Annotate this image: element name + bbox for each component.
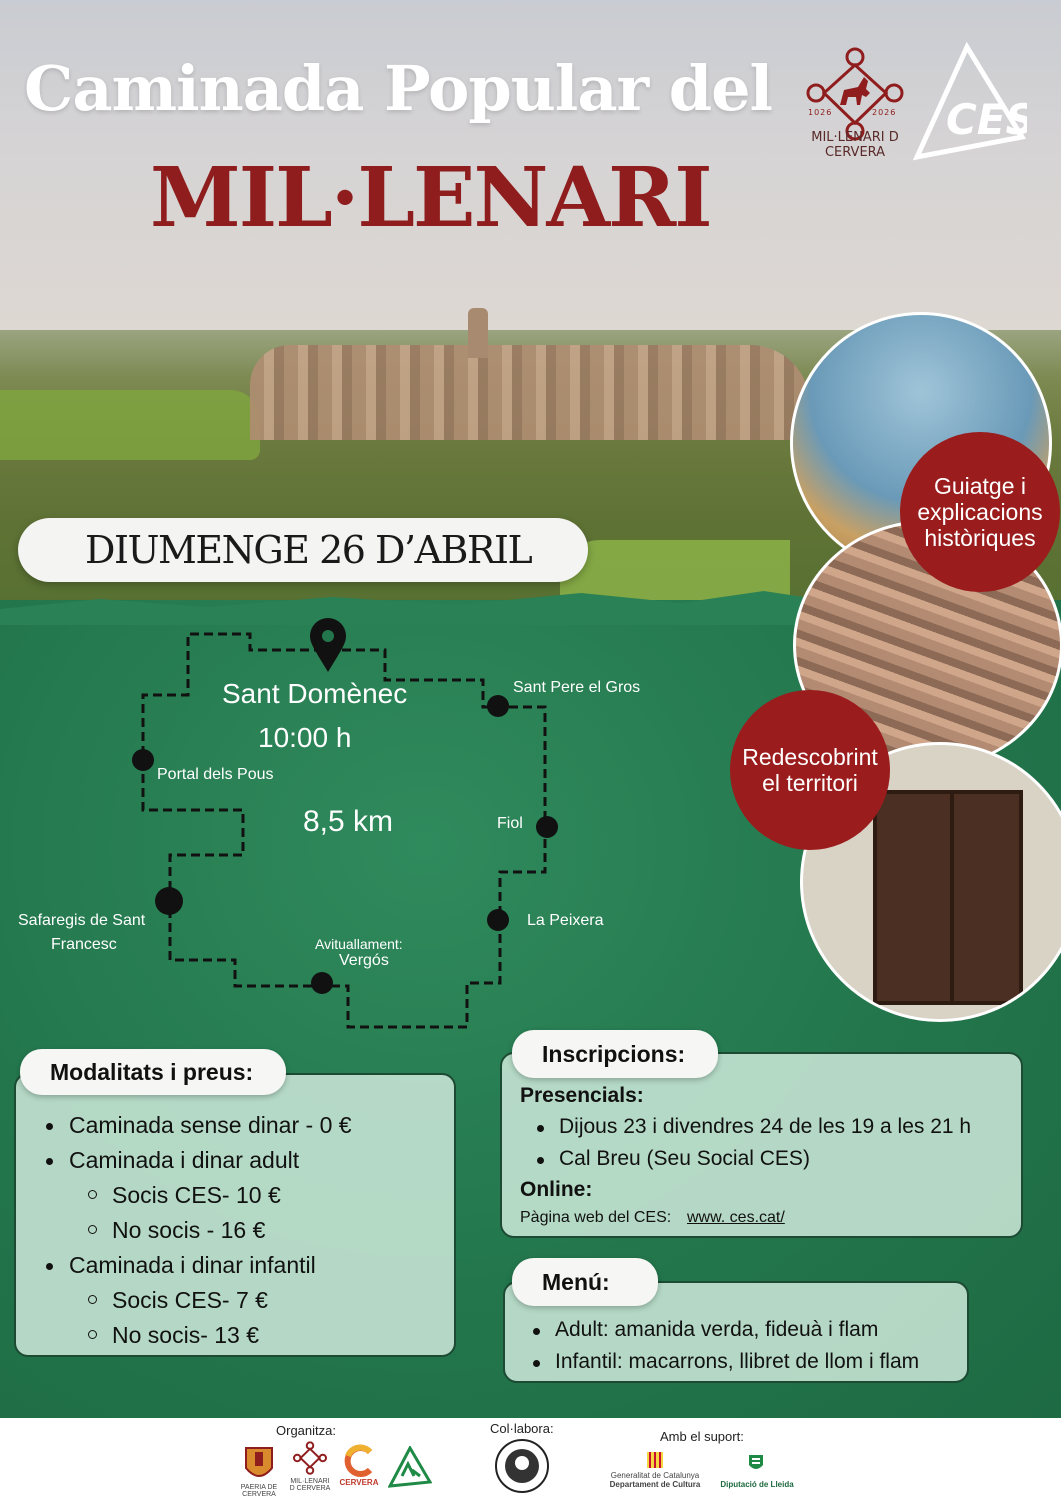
stop-sant-pere: Sant Pere el Gros <box>513 679 641 696</box>
millenari-small-logo <box>292 1441 328 1475</box>
menu-title: Menú: <box>512 1258 658 1306</box>
stop-marker <box>132 749 154 771</box>
bullet <box>46 1158 53 1165</box>
badge-redescobrint-line2: el territori <box>762 770 858 796</box>
stop-portal: Portal dels Pous <box>157 766 274 783</box>
stop-vergos: Vergós <box>339 952 389 969</box>
pin-hole <box>322 630 334 642</box>
bullet <box>46 1123 53 1130</box>
generalitat-line2: Departament de Cultura <box>609 1480 701 1489</box>
sub-bullet <box>88 1295 97 1304</box>
modalitat-subitem: Socis CES- 10 € <box>112 1182 281 1208</box>
badge-guiatge-line1: Guiatge i <box>933 473 1027 499</box>
inscripcions-title: Inscripcions: <box>512 1030 718 1078</box>
web-label: Pàgina web del CES: <box>520 1209 672 1226</box>
stop-marker <box>536 816 558 838</box>
presencials-label: Presencials: <box>520 1084 644 1107</box>
sub-bullet <box>88 1190 97 1199</box>
modalitat-subitem: Socis CES- 7 € <box>112 1287 268 1313</box>
badge-redescobrint-line1: Redescobrint <box>742 744 878 770</box>
menu-item: Adult: amanida verda, fideuà i flam <box>555 1318 879 1341</box>
stop-marker <box>311 972 333 994</box>
ces-logo: CES <box>912 42 1027 161</box>
badge-guiatge: Guiatge i explicacions històriques <box>900 432 1060 592</box>
stop-marker <box>155 887 183 915</box>
ces-web-link[interactable]: www. ces.cat/ <box>687 1209 785 1226</box>
wooden-door <box>873 790 1023 1005</box>
title-line-1: Caminada Popular del <box>24 52 773 125</box>
millenari-logo <box>806 47 904 141</box>
inscripcio-item: Cal Breu (Seu Social CES) <box>559 1147 810 1170</box>
stop-safaregis-line1: Safaregis de Sant <box>18 912 146 929</box>
suport-label: Amb el suport: <box>660 1429 744 1444</box>
route-distance: 8,5 km <box>303 805 394 838</box>
millenari-small-text: MIL·LENARI D CERVERA <box>289 1478 331 1492</box>
date-pill <box>18 518 588 582</box>
door-split <box>950 794 954 1001</box>
modalitats-panel <box>14 1073 456 1357</box>
diputacio-text: Diputació de Lleida <box>720 1480 794 1489</box>
online-label: Online: <box>520 1178 593 1201</box>
organitza-label: Organitza: <box>276 1423 336 1438</box>
paeria-text: PAERIA DE CERVERA <box>240 1484 278 1498</box>
bullet <box>46 1263 53 1270</box>
deer-icon <box>840 77 870 105</box>
stop-safaregis-line2: Francesc <box>51 936 117 953</box>
modalitat-subitem: No socis - 16 € <box>112 1217 266 1243</box>
modalitat-item: Caminada i dinar adult <box>69 1147 300 1173</box>
stop-marker <box>487 695 509 717</box>
sky-background <box>0 0 1061 345</box>
logo-year-end: 2026 <box>872 108 897 117</box>
stop-peixera: La Peixera <box>527 912 604 929</box>
paeria-shield-icon <box>245 1447 273 1477</box>
cervera-text: CERVERA <box>339 1478 379 1487</box>
event-date: DIUMENGE 26 D’ABRIL <box>85 528 533 572</box>
route-time: 10:00 h <box>258 722 352 753</box>
modalitat-item: Caminada sense dinar - 0 € <box>69 1112 352 1138</box>
sub-bullet <box>88 1330 97 1339</box>
inscripcio-item: Dijous 23 i divendres 24 de les 19 a les… <box>559 1115 972 1138</box>
logo-year-start: 1026 <box>808 108 833 117</box>
route-stops <box>132 695 558 994</box>
modalitat-subitem: No socis- 13 € <box>112 1322 260 1348</box>
collaborator-seal-logo <box>495 1439 549 1493</box>
route-start: Sant Domènec <box>222 678 408 709</box>
modalitat-item: Caminada i dinar infantil <box>69 1252 316 1278</box>
inscripcions-panel <box>500 1052 1023 1238</box>
stop-avituallament: Avituallament: <box>315 936 403 952</box>
field-area <box>0 390 260 460</box>
generalitat-logo-icon <box>647 1452 663 1468</box>
bullet <box>537 1157 544 1164</box>
badge-guiatge-line3: històriques <box>924 525 1036 551</box>
badge-redescobrint: Redescobrint el territori <box>730 690 890 850</box>
location-pin-icon <box>310 618 346 672</box>
stop-marker <box>487 909 509 931</box>
sub-bullet <box>88 1225 97 1234</box>
generalitat-line1: Generalitat de Catalunya <box>610 1471 700 1480</box>
bell-tower <box>468 308 488 358</box>
modalitats-title: Modalitats i preus: <box>20 1049 286 1095</box>
menu-item: Infantil: macarrons, llibret de llom i f… <box>555 1350 920 1373</box>
diputacio-logo-icon <box>749 1455 763 1469</box>
bullet <box>537 1125 544 1132</box>
cervera-logo-icon <box>344 1444 373 1477</box>
town-skyline <box>250 345 810 440</box>
ces-small-logo <box>388 1446 432 1488</box>
route-map <box>132 618 558 1029</box>
title-line-2: MIL·LENARI <box>150 150 713 246</box>
bullet <box>533 1328 540 1335</box>
stop-fiol: Fiol <box>497 815 523 832</box>
ces-logo-text: CES <box>946 95 1027 144</box>
bullet <box>533 1360 540 1367</box>
millenari-logo-text: MIL·LENARI D CERVERA <box>811 130 899 160</box>
collabora-label: Col·labora: <box>490 1421 554 1436</box>
badge-guiatge-line2: explicacions <box>917 499 1043 525</box>
field-area <box>560 540 790 600</box>
